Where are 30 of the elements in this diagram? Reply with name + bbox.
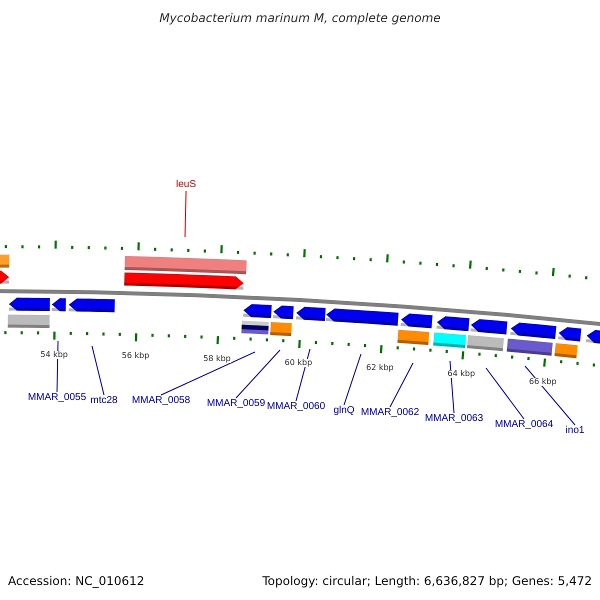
gene-label: MMAR_0064 (494, 419, 554, 431)
scale-label: 58 kbp (203, 355, 231, 364)
title: Mycobacterium marinum M, complete genome (158, 12, 442, 24)
scale-label: 60 kbp (284, 359, 312, 368)
leader-line (184, 190, 186, 238)
leader-line (390, 362, 414, 408)
leader-line (236, 350, 280, 398)
scale-label: 64 kbp (448, 370, 476, 378)
leader-line (92, 346, 104, 396)
genome-summary-text: Topology: circular; Length: 6,636,827 bp; Genes: 5,472 (262, 575, 592, 587)
gene-label: MMAR_0059 (206, 398, 266, 410)
gene-label: ino1 (566, 425, 584, 437)
leader-line (450, 360, 454, 414)
scale-label: 62 kbp (366, 364, 394, 372)
scale-label: 66 kbp (529, 378, 557, 386)
leader-line (160, 352, 256, 396)
leader-line (524, 366, 576, 426)
gene-label: MMAR_0063 (424, 413, 484, 425)
gene-label: MMAR_0062 (360, 407, 420, 419)
leader-line (344, 354, 362, 406)
accession-text: Accession: NC_010612 (8, 575, 144, 587)
scale-label: 56 kbp (122, 352, 150, 360)
gene-label: mtc28 (90, 395, 118, 407)
gene-label: MMAR_0058 (132, 395, 190, 407)
gene-label: glnQ (333, 405, 355, 417)
scale-label: 54 kbp (40, 350, 68, 359)
gene-label: MMAR_0060 (266, 401, 326, 413)
gene-label: leuS (176, 179, 196, 191)
leader-line (486, 368, 524, 420)
gene-label: MMAR_0055 (28, 392, 86, 404)
